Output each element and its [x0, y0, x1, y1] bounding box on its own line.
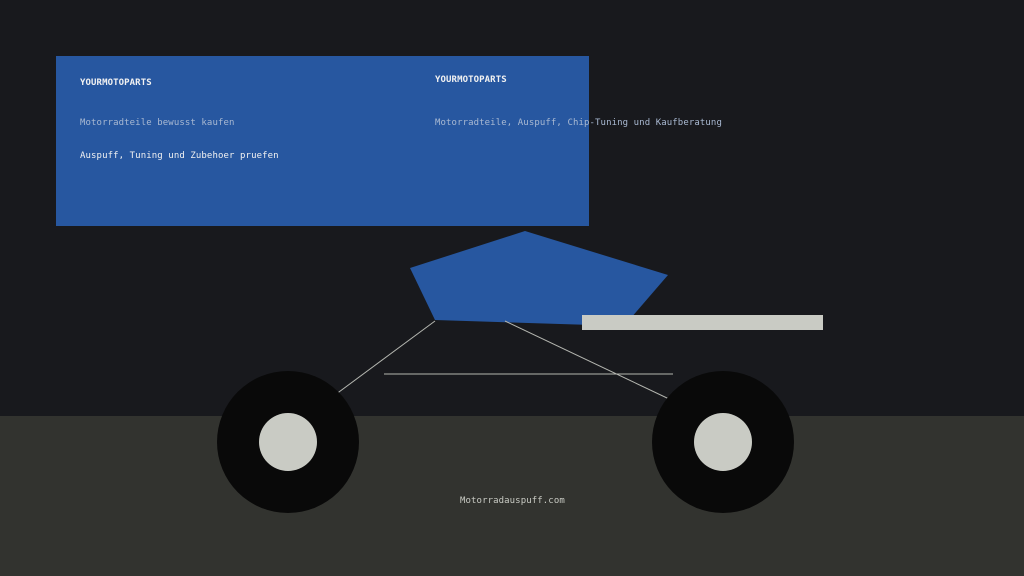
front-fork-line: [319, 320, 436, 407]
banner-right-tagline: Motorradteile, Auspuff, Chip-Tuning und …: [435, 118, 722, 128]
banner-panel: [56, 56, 589, 226]
rear-wheel-hub: [694, 413, 752, 471]
banner-right-brand: YOURMOTOPARTS: [435, 75, 507, 85]
banner-left-subline: Auspuff, Tuning und Zubehoer pruefen: [80, 151, 279, 161]
footer-site-link[interactable]: Motorradauspuff.com: [460, 496, 565, 506]
front-wheel-hub: [259, 413, 317, 471]
seat: [582, 315, 823, 330]
banner-left-tagline: Motorradteile bewusst kaufen: [80, 118, 235, 128]
rear-swingarm-line: [504, 320, 687, 408]
fuel-tank: [410, 231, 668, 326]
road-ground: [0, 416, 1024, 576]
banner-left-brand: YOURMOTOPARTS: [80, 78, 152, 88]
